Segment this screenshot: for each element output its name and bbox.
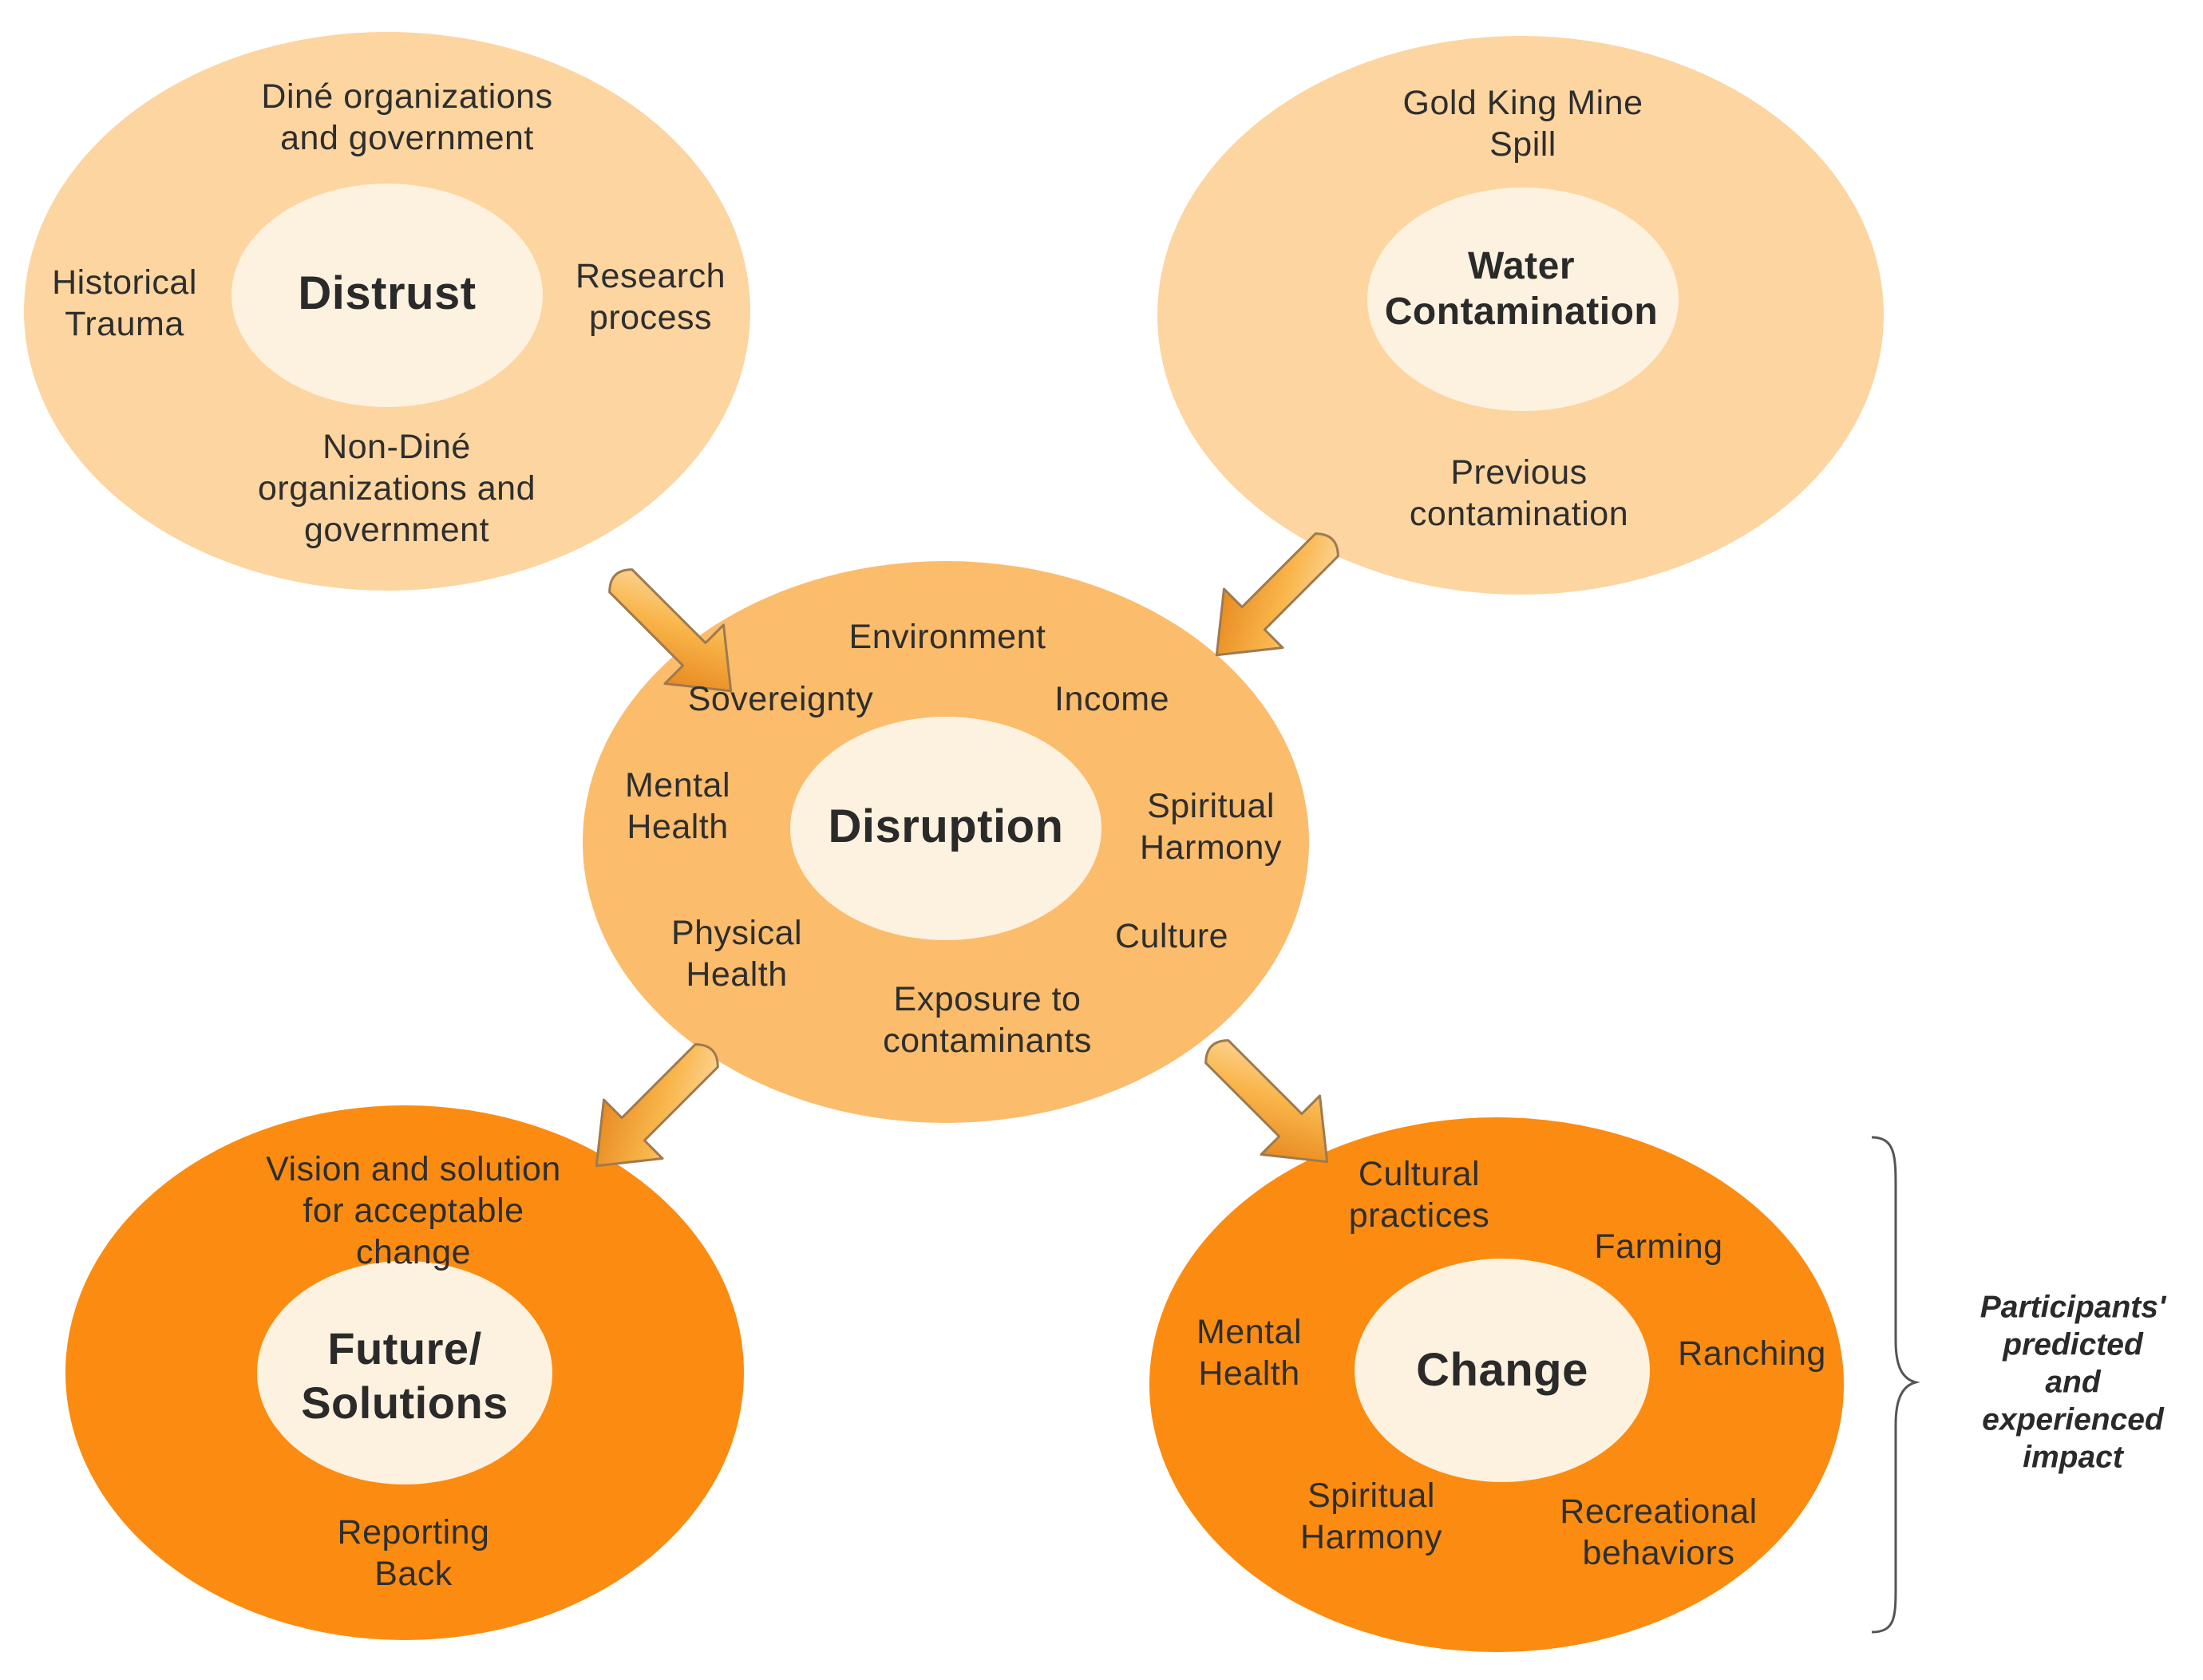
change-inner-ellipse bbox=[1355, 1259, 1650, 1482]
distrust-inner-ellipse bbox=[231, 184, 543, 407]
change-label-cultural-practices: Cultural practices bbox=[1348, 1155, 1490, 1235]
change-label-spiritual-harmony: Spiritual Harmony bbox=[1300, 1476, 1442, 1556]
arrow-disruption-to-change bbox=[1204, 1039, 1329, 1164]
disruption-label-culture: Culture bbox=[1114, 917, 1229, 955]
disruption-inner-ellipse bbox=[790, 717, 1102, 940]
distrust-label-historical-trauma: Historical Trauma bbox=[52, 263, 197, 343]
change-label-mental-health: Mental Health bbox=[1196, 1313, 1303, 1393]
disruption-label-sovereignty: Sovereignty bbox=[687, 680, 874, 718]
impact-annotation: Participants' predicted and experienced … bbox=[1980, 1290, 2166, 1475]
change-label-ranching: Ranching bbox=[1678, 1334, 1826, 1373]
disruption-label-mental-health: Mental Health bbox=[624, 766, 731, 846]
water-label-gold-king-mine-spill: Gold King Mine Spill bbox=[1402, 84, 1643, 164]
future-title: Future/ Solutions bbox=[301, 1323, 508, 1428]
change-label-farming: Farming bbox=[1594, 1227, 1723, 1266]
future-inner-ellipse bbox=[257, 1261, 552, 1484]
water-label-previous-contamination: Previous contamination bbox=[1409, 453, 1629, 533]
future-label-vision-and-solution: Vision and solution for acceptable chang… bbox=[266, 1150, 561, 1271]
arrow-disruption-to-future bbox=[595, 1043, 719, 1168]
disruption-label-income: Income bbox=[1054, 680, 1170, 718]
arrow-water-to-disruption bbox=[1215, 532, 1339, 657]
water-inner-ellipse bbox=[1367, 188, 1679, 411]
distrust-title: Distrust bbox=[298, 267, 477, 319]
change-title: Change bbox=[1416, 1344, 1588, 1396]
distrust-label-research-process: Research process bbox=[575, 257, 726, 337]
future-label-reporting-back: Reporting Back bbox=[337, 1513, 490, 1593]
disruption-label-exposure-to-contaminants: Exposure to contaminants bbox=[883, 980, 1092, 1060]
change-label-recreational-behaviors: Recreational behaviors bbox=[1560, 1492, 1758, 1572]
disruption-title: Disruption bbox=[828, 800, 1064, 852]
distrust-label-dine-organizations: Diné organizations and government bbox=[261, 77, 553, 157]
disruption-label-physical-health: Physical Health bbox=[670, 914, 803, 994]
arrow-distrust-to-disruption bbox=[608, 568, 733, 693]
disruption-label-spiritual-harmony: Spiritual Harmony bbox=[1140, 787, 1282, 867]
impact-brace bbox=[1871, 1136, 1920, 1634]
water-title: Water Contamination bbox=[1384, 245, 1659, 333]
disruption-label-environment: Environment bbox=[848, 618, 1046, 656]
distrust-label-non-dine-organizations: Non-Diné organizations and government bbox=[258, 428, 536, 549]
